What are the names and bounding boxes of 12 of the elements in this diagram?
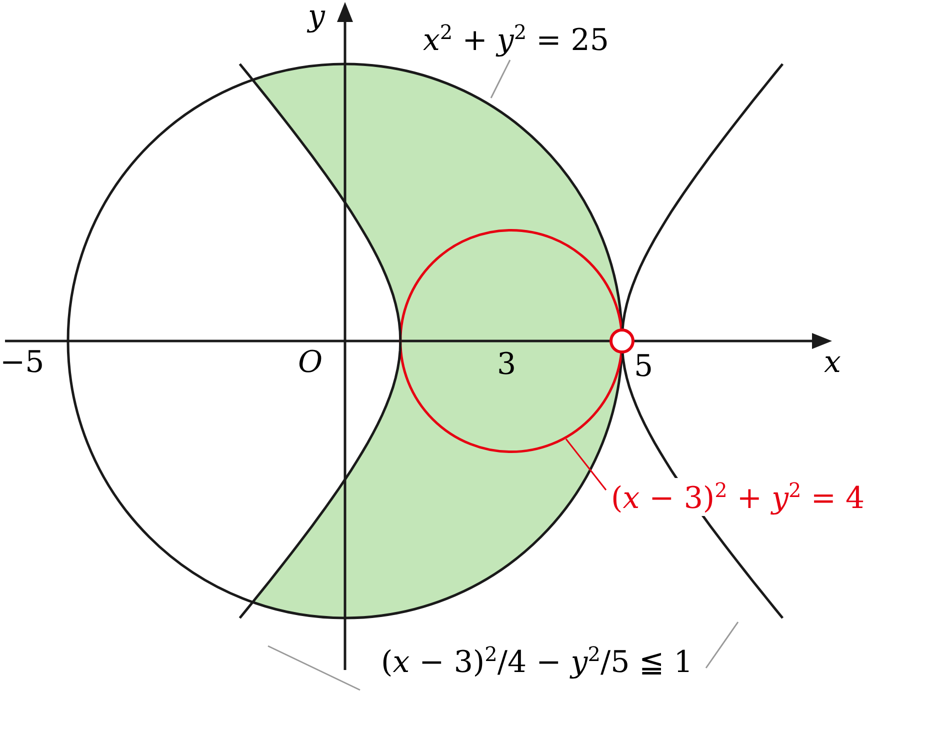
leader-line xyxy=(268,645,360,691)
axis-label: −5 xyxy=(0,348,44,378)
leader-line xyxy=(705,622,739,668)
leader-line xyxy=(490,60,511,98)
leader-line xyxy=(565,438,607,490)
circle-curve xyxy=(66,62,624,620)
axis-label: y xyxy=(308,2,325,32)
circle-curve xyxy=(399,228,624,454)
axis-label: 5 xyxy=(634,352,654,382)
axis-label: 3 xyxy=(497,350,516,380)
axis-label: x xyxy=(824,348,841,378)
axis-label: O xyxy=(298,348,323,378)
